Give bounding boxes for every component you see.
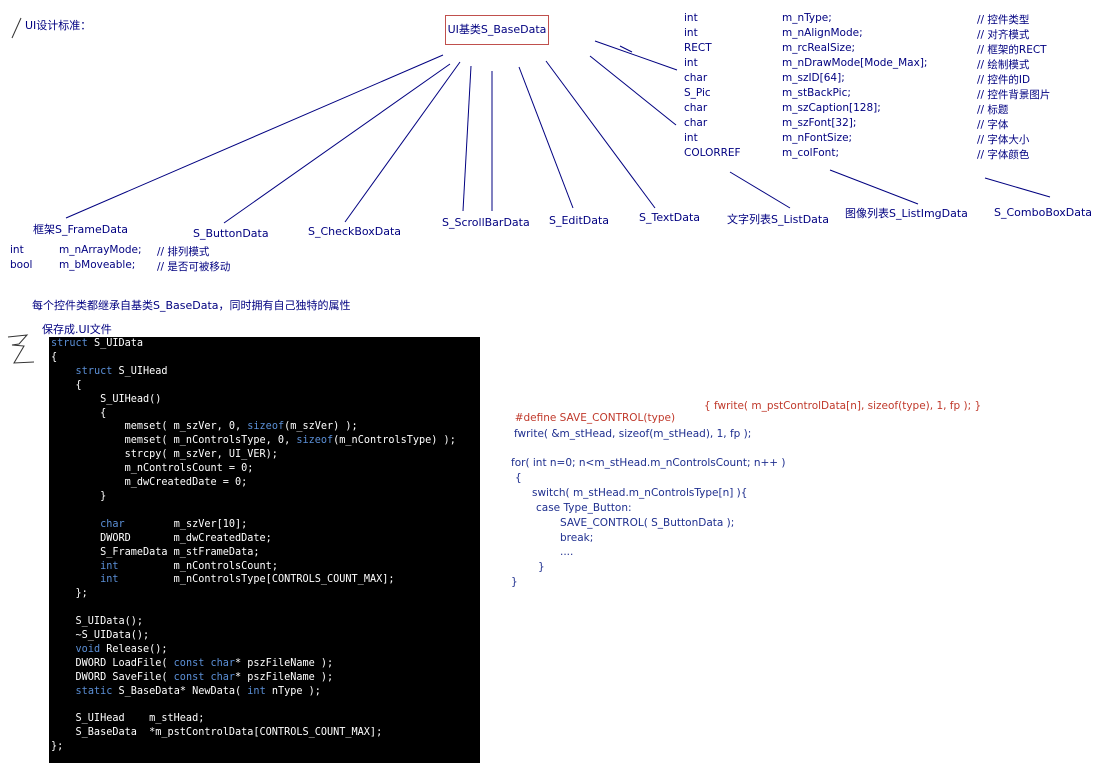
field-name: m_stBackPic; bbox=[782, 87, 851, 99]
line-to-scrollbar bbox=[462, 65, 472, 212]
line-to-button bbox=[223, 63, 451, 224]
field-comment: // 字体大小 bbox=[977, 134, 1030, 146]
field-type: int bbox=[684, 132, 698, 144]
field-name: m_bMoveable; bbox=[59, 259, 136, 271]
line-to-text bbox=[545, 60, 656, 209]
field-name: m_nArrayMode; bbox=[59, 244, 142, 256]
base-field-row: RECT m_rcRealSize; // 框架的RECT bbox=[0, 42, 1096, 57]
field-comment: // 字体 bbox=[977, 119, 1009, 131]
base-field-row: char m_szCaption[128]; // 标题 bbox=[0, 102, 1096, 117]
subclass-edit: S_EditData bbox=[549, 214, 610, 227]
subclass-frame: 框架S_FrameData bbox=[33, 223, 129, 236]
base-field-row: char m_szFont[32]; // 字体 bbox=[0, 117, 1096, 132]
line-to-listimg bbox=[829, 169, 919, 205]
field-comment: // 字体颜色 bbox=[977, 149, 1030, 161]
line-to-fields-2 bbox=[594, 40, 678, 71]
save-line-brace-inner: } bbox=[538, 561, 545, 573]
scribble-2 bbox=[7, 334, 35, 364]
field-name: m_szID[64]; bbox=[782, 72, 845, 84]
base-class-box: UI基类S_BaseData bbox=[445, 15, 549, 45]
line-to-combobox bbox=[984, 177, 1051, 198]
scribble-1 bbox=[11, 17, 22, 39]
save-line-brace-open: { bbox=[515, 472, 522, 484]
field-comment: // 排列模式 bbox=[157, 246, 210, 258]
save-line-for: for( int n=0; n<m_stHead.m_nControlsCoun… bbox=[511, 457, 786, 469]
field-name: m_rcRealSize; bbox=[782, 42, 856, 54]
code-text: struct S_UIData { struct S_UIHead { S_UI… bbox=[51, 338, 456, 753]
subclass-listimg: 图像列表S_ListImgData bbox=[845, 207, 968, 220]
field-comment: // 控件背景图片 bbox=[977, 89, 1051, 101]
inherit-note: 每个控件类都继承自基类S_BaseData，同时拥有自己独特的属性 bbox=[32, 299, 351, 312]
field-name: m_nDrawMode[Mode_Max]; bbox=[782, 57, 928, 69]
save-define: #define SAVE_CONTROL(type) bbox=[508, 400, 675, 424]
base-field-row: int m_nType; // 控件类型 bbox=[0, 12, 1096, 27]
frame-field-row: int m_nArrayMode; // 排列模式 bbox=[0, 244, 1096, 259]
save-line-save-control: SAVE_CONTROL( S_ButtonData ); bbox=[560, 517, 735, 529]
field-comment: // 框架的RECT bbox=[977, 44, 1047, 56]
subclass-checkbox: S_CheckBoxData bbox=[308, 225, 402, 238]
field-name: m_nFontSize; bbox=[782, 132, 853, 144]
field-comment: // 控件的ID bbox=[977, 74, 1031, 86]
field-name: m_nAlignMode; bbox=[782, 27, 863, 39]
base-field-row: int m_nAlignMode; // 对齐模式 bbox=[0, 27, 1096, 42]
field-name: m_szCaption[128]; bbox=[782, 102, 881, 114]
subclass-button: S_ButtonData bbox=[193, 227, 269, 240]
field-type: bool bbox=[10, 259, 33, 271]
field-comment: // 是否可被移动 bbox=[157, 261, 231, 273]
save-label: 保存成.UI文件 bbox=[42, 323, 112, 336]
field-type: int bbox=[684, 12, 698, 24]
save-line-switch: switch( m_stHead.m_nControlsType[n] ){ bbox=[532, 487, 748, 499]
line-to-list bbox=[729, 171, 791, 209]
save-line-brace-close: } bbox=[511, 576, 518, 588]
base-field-row: COLORREF m_colFont; // 字体颜色 bbox=[0, 147, 1096, 162]
code-screenshot: struct S_UIData { struct S_UIHead { S_UI… bbox=[49, 337, 480, 763]
field-comment: // 控件类型 bbox=[977, 14, 1030, 26]
subclass-scrollbar: S_ScrollBarData bbox=[442, 216, 530, 229]
field-comment: // 标题 bbox=[977, 104, 1009, 116]
line-to-checkbox bbox=[344, 61, 461, 223]
line-to-edit-2 bbox=[518, 66, 574, 209]
subclass-combobox: S_ComboBoxData bbox=[994, 206, 1093, 219]
field-comment: // 绘制模式 bbox=[977, 59, 1030, 71]
field-type: int bbox=[10, 244, 24, 256]
define-name: #define SAVE_CONTROL(type) bbox=[514, 412, 676, 424]
frame-field-row: bool m_bMoveable; // 是否可被移动 bbox=[0, 259, 1096, 274]
save-line-fwrite: fwrite( &m_stHead, sizeof(m_stHead), 1, … bbox=[514, 428, 752, 440]
save-line-ellipsis: .... bbox=[560, 546, 574, 558]
define-body: { fwrite( m_pstControlData[n], sizeof(ty… bbox=[704, 400, 982, 412]
save-line-break: break; bbox=[560, 532, 594, 544]
base-field-row: S_Pic m_stBackPic; // 控件背景图片 bbox=[0, 87, 1096, 102]
field-type: COLORREF bbox=[684, 147, 741, 159]
arrow-tick bbox=[619, 45, 633, 53]
margin-scribbles bbox=[7, 17, 35, 364]
field-name: m_szFont[32]; bbox=[782, 117, 857, 129]
field-name: m_nType; bbox=[782, 12, 832, 24]
field-type: int bbox=[684, 57, 698, 69]
field-type: char bbox=[684, 117, 708, 129]
header-label: UI设计标准： bbox=[25, 19, 92, 32]
field-type: char bbox=[684, 72, 708, 84]
field-type: S_Pic bbox=[684, 87, 711, 99]
field-name: m_colFont; bbox=[782, 147, 839, 159]
field-comment: // 对齐模式 bbox=[977, 29, 1030, 41]
field-type: char bbox=[684, 102, 708, 114]
subclass-text: S_TextData bbox=[639, 211, 700, 224]
line-to-frame bbox=[65, 54, 444, 219]
base-field-row: int m_nDrawMode[Mode_Max]; // 绘制模式 bbox=[0, 57, 1096, 72]
line-to-fields-1 bbox=[589, 55, 677, 126]
save-line-case: case Type_Button: bbox=[536, 502, 632, 514]
field-type: int bbox=[684, 27, 698, 39]
base-field-row: int m_nFontSize; // 字体大小 bbox=[0, 132, 1096, 147]
base-field-row: char m_szID[64]; // 控件的ID bbox=[0, 72, 1096, 87]
field-type: RECT bbox=[684, 42, 712, 54]
subclass-list: 文字列表S_ListData bbox=[727, 213, 829, 226]
